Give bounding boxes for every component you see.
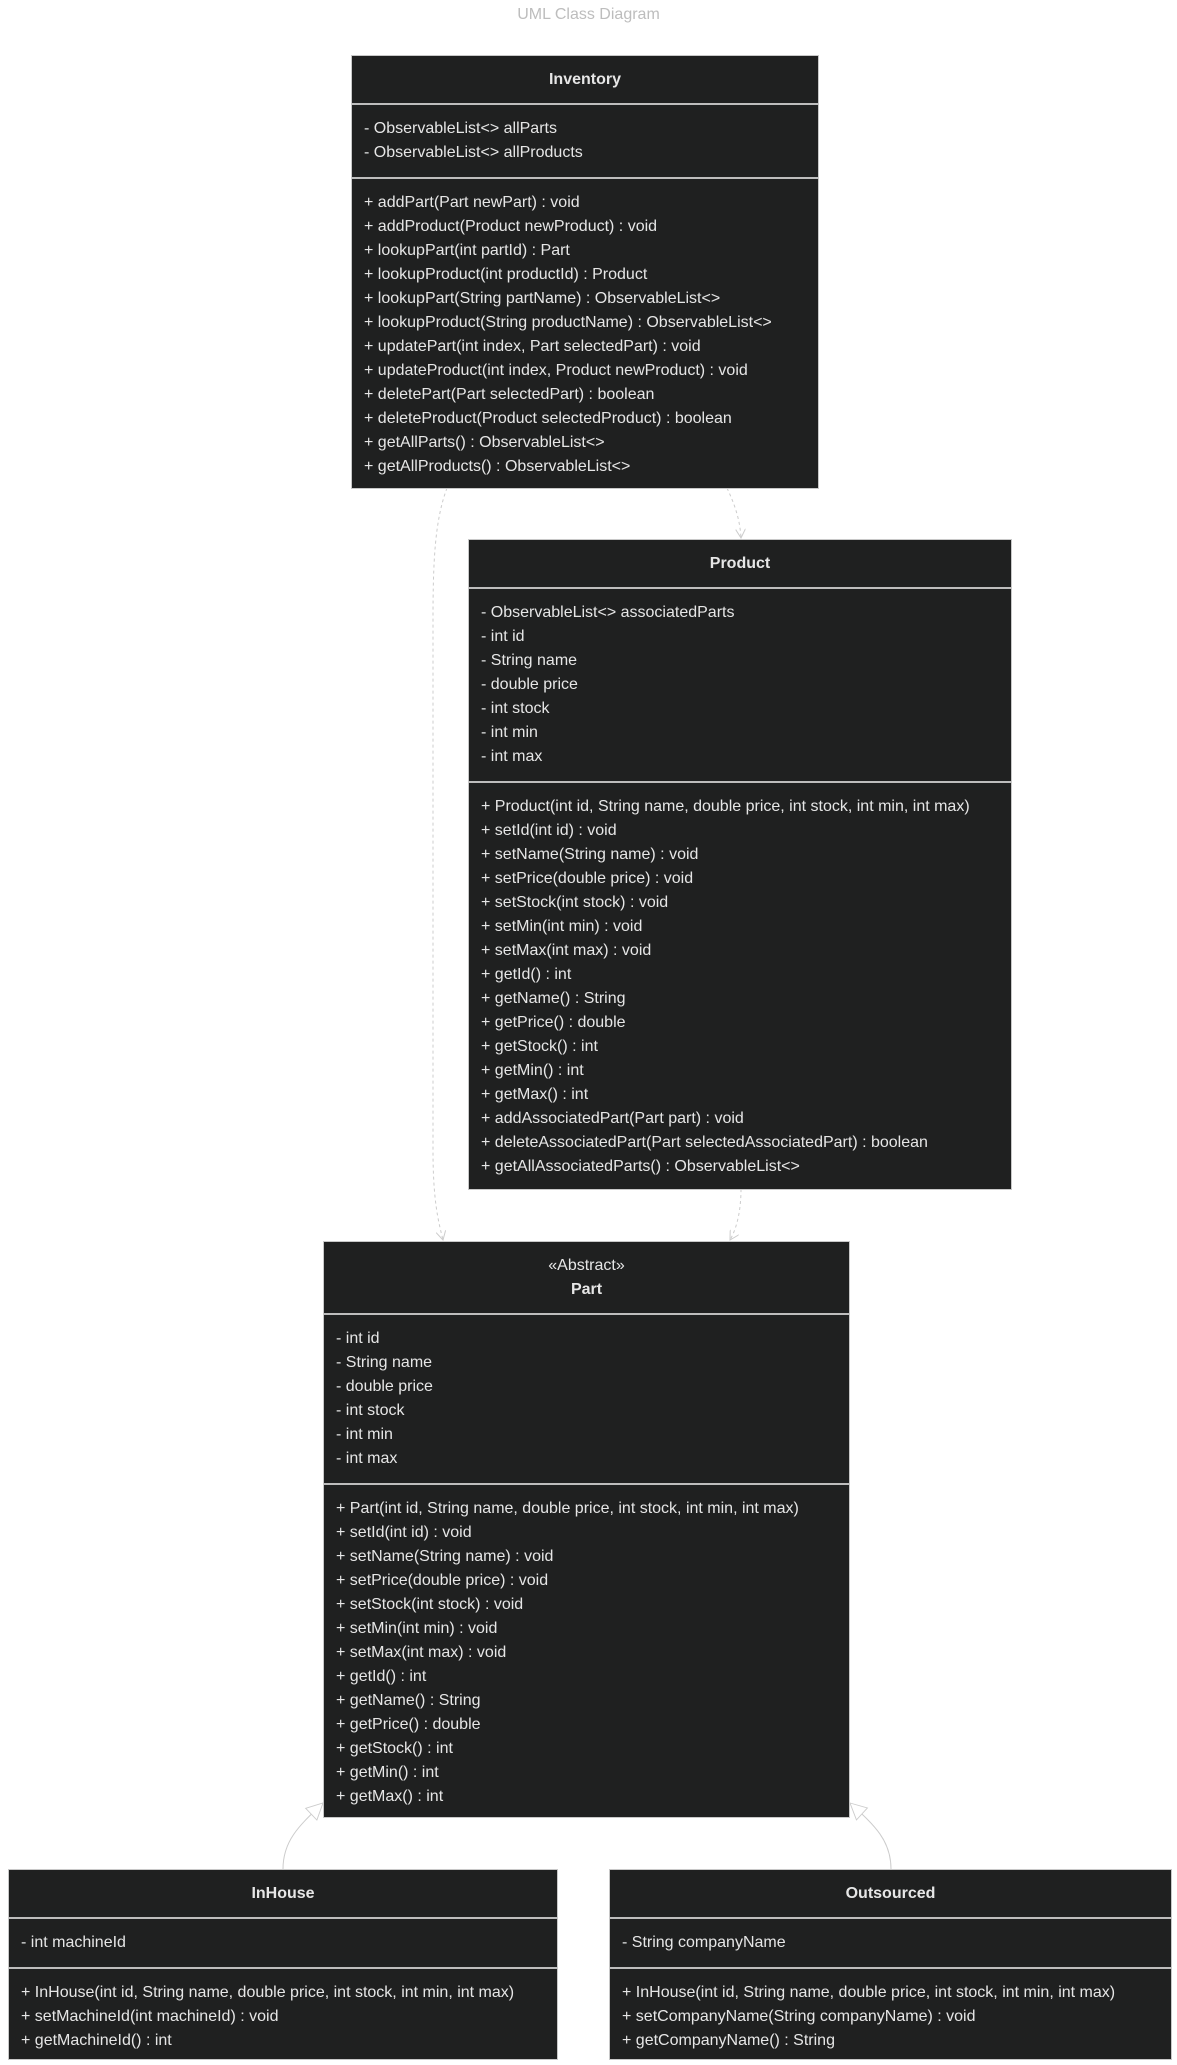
- attribute: - String name: [481, 652, 578, 669]
- method: + setPrice(double price) : void: [481, 870, 694, 887]
- method: + getId() : int: [481, 966, 572, 983]
- class-outsourced[interactable]: Outsourced - String companyName + InHouse(…: [609, 1869, 1172, 2060]
- attribute: - double price: [481, 676, 578, 693]
- attribute: - int stock: [481, 700, 550, 717]
- method: + setMax(int max) : void: [336, 1644, 507, 1661]
- method: + getMin() : int: [481, 1062, 584, 1079]
- method: + setPrice(double price) : void: [336, 1572, 549, 1589]
- attribute: - String name: [336, 1354, 433, 1371]
- method: + setId(int id) : void: [481, 822, 617, 839]
- method: + updatePart(int index, Part selectedPar…: [364, 338, 701, 355]
- method: + setMax(int max) : void: [481, 942, 652, 959]
- attribute: - int min: [336, 1426, 393, 1443]
- method: + getId() : int: [336, 1668, 427, 1685]
- attribute: - ObservableList<> associatedParts: [481, 604, 735, 621]
- method: + getMax() : int: [336, 1788, 444, 1805]
- method: + deleteProduct(Product selectedProduct)…: [364, 410, 732, 427]
- class-header: Product: [469, 540, 1011, 589]
- class-name: Product: [709, 555, 771, 572]
- method: + Part(int id, String name, double price…: [336, 1500, 799, 1517]
- attribute: - int max: [336, 1450, 398, 1467]
- method: + addPart(Part newPart) : void: [364, 194, 580, 211]
- class-header: «Abstract» Part: [324, 1242, 849, 1315]
- class-header: InHouse: [9, 1870, 557, 1919]
- class-inhouse[interactable]: InHouse - int machineId + InHouse(int id, …: [8, 1869, 558, 2060]
- method: + getMax() : int: [481, 1086, 589, 1103]
- class-stereotype: «Abstract»: [548, 1257, 625, 1274]
- class-header: Outsourced: [610, 1870, 1171, 1919]
- method: + getAllAssociatedParts() : ObservableLi…: [481, 1158, 800, 1175]
- attribute: - double price: [336, 1378, 433, 1395]
- attributes-section: - ObservableList<> allParts - ObservableL…: [352, 105, 818, 179]
- method: + lookupProduct(String productName) : Ob…: [364, 314, 772, 331]
- attributes-section: - ObservableList<> associatedParts - int …: [469, 589, 1011, 783]
- method: + setId(int id) : void: [336, 1524, 472, 1541]
- edge-inventory-part: [432, 487, 448, 1240]
- class-name: InHouse: [251, 1885, 315, 1902]
- method: + lookupPart(String partName) : Observab…: [364, 290, 721, 307]
- edge-product-part: [730, 1188, 742, 1240]
- methods-section: + Part(int id, String name, double price…: [324, 1485, 849, 1821]
- method: + setStock(int stock) : void: [336, 1596, 524, 1613]
- method: + setStock(int stock) : void: [481, 894, 669, 911]
- method: + updateProduct(int index, Product newPr…: [364, 362, 748, 379]
- class-name: Part: [570, 1281, 603, 1298]
- method: + getCompanyName() : String: [622, 2032, 835, 2049]
- methods-section: + Product(int id, String name, double pr…: [469, 783, 1011, 1191]
- method: + getName() : String: [336, 1692, 481, 1709]
- method: + setName(String name) : void: [481, 846, 699, 863]
- attribute: - int stock: [336, 1402, 405, 1419]
- method: + addProduct(Product newProduct) : void: [364, 218, 658, 235]
- method: + setName(String name) : void: [336, 1548, 554, 1565]
- class-name: Inventory: [548, 71, 621, 88]
- edge-inhouse-part: [282, 1803, 323, 1870]
- attribute: - int min: [481, 724, 538, 741]
- class-product[interactable]: Product - ObservableList<> associatedPart…: [468, 539, 1012, 1190]
- attribute: - int max: [481, 748, 543, 765]
- attribute: - int id: [481, 628, 525, 645]
- method: + lookupPart(int partId) : Part: [364, 242, 570, 259]
- edge-outsourced-part: [850, 1803, 892, 1870]
- attribute: - String companyName: [622, 1934, 786, 1951]
- method: + getMin() : int: [336, 1764, 439, 1781]
- attribute: - int id: [336, 1330, 380, 1347]
- method: + setMachineId(int machineId) : void: [21, 2008, 279, 2025]
- method: + setMin(int min) : void: [336, 1620, 498, 1637]
- attribute: - int machineId: [21, 1934, 126, 1951]
- class-name: Outsourced: [845, 1885, 936, 1902]
- method: + getStock() : int: [481, 1038, 598, 1055]
- method: + getStock() : int: [336, 1740, 453, 1757]
- method: + getMachineId() : int: [21, 2032, 172, 2049]
- attribute: - ObservableList<> allProducts: [364, 144, 583, 161]
- methods-section: + InHouse(int id, String name, double pr…: [610, 1969, 1171, 2065]
- method: + addAssociatedPart(Part part) : void: [481, 1110, 744, 1127]
- attributes-section: - String companyName: [610, 1919, 1171, 1969]
- method: + setMin(int min) : void: [481, 918, 643, 935]
- method: + setCompanyName(String companyName) : v…: [622, 2008, 976, 2025]
- method: + getPrice() : double: [481, 1014, 626, 1031]
- method: + getAllParts() : ObservableList<>: [364, 434, 605, 451]
- method: + Product(int id, String name, double pr…: [481, 798, 970, 815]
- method: + lookupProduct(int productId) : Product: [364, 266, 648, 283]
- class-inventory[interactable]: Inventory- ObservableList<> allParts- Ob…: [351, 55, 819, 489]
- class-part[interactable]: «Abstract» Part - int id - String name - dou…: [323, 1241, 850, 1818]
- attributes-section: - int id - String name - double price - int…: [324, 1315, 849, 1485]
- method: + InHouse(int id, String name, double pr…: [21, 1984, 515, 2001]
- methods-section: + addPart(Part newPart) : void + addProdu…: [352, 179, 818, 491]
- method: + getAllProducts() : ObservableList<>: [364, 458, 631, 475]
- method: + getName() : String: [481, 990, 626, 1007]
- attributes-section: - int machineId: [9, 1919, 557, 1969]
- method: + InHouse(int id, String name, double pr…: [622, 1984, 1116, 2001]
- method: + deleteAssociatedPart(Part selectedAsso…: [481, 1134, 928, 1151]
- diagram-title: UML Class Diagram: [517, 6, 660, 23]
- method: + getPrice() : double: [336, 1716, 481, 1733]
- method: + deletePart(Part selectedPart) : boolea…: [364, 386, 655, 403]
- class-header: Inventory: [352, 56, 818, 105]
- edge-inventory-product: [726, 487, 741, 538]
- attribute: - ObservableList<> allParts: [364, 120, 557, 137]
- methods-section: + InHouse(int id, String name, double pr…: [9, 1969, 557, 2065]
